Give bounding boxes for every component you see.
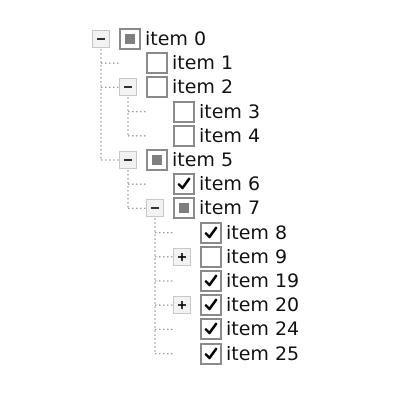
checkbox-partial[interactable] <box>173 197 195 220</box>
tree-node-label: item 3 <box>199 100 261 123</box>
checkbox-unchecked[interactable] <box>146 52 168 75</box>
tree-node-item-5[interactable]: item 5 <box>0 149 400 173</box>
checkbox-checked[interactable] <box>200 294 222 317</box>
checkmark-icon <box>204 347 218 359</box>
indeterminate-square-icon <box>179 203 189 214</box>
plus-icon <box>178 252 186 261</box>
tree-node-item-9[interactable]: item 9 <box>0 245 400 270</box>
checkbox-checked[interactable] <box>173 173 195 196</box>
checkmark-icon <box>204 323 218 335</box>
tree-node-label: item 20 <box>226 294 300 317</box>
checkmark-icon <box>204 298 218 311</box>
collapse-toggle-button[interactable] <box>119 78 137 97</box>
checkbox-unchecked[interactable] <box>200 245 222 268</box>
tree-node-label: item 1 <box>172 52 234 75</box>
tree-node-item-4[interactable]: item 4 <box>0 124 400 149</box>
expand-toggle-button[interactable] <box>173 247 191 266</box>
tree-node-label: item 25 <box>226 342 300 365</box>
tree-node-item-24[interactable]: item 24 <box>0 318 400 342</box>
tree-node-item-7[interactable]: item 7 <box>0 197 400 221</box>
tree-node-item-3[interactable]: item 3 <box>0 100 400 125</box>
minus-icon <box>97 38 105 40</box>
checkbox-checked[interactable] <box>200 342 222 365</box>
indeterminate-square-icon <box>125 34 135 44</box>
tree-node-label: item 6 <box>199 173 261 196</box>
tree-node-label: item 24 <box>226 318 300 341</box>
checkbox-checked[interactable] <box>200 318 222 341</box>
tree-node-item-1[interactable]: item 1 <box>0 52 400 76</box>
expand-toggle-button[interactable] <box>173 296 191 315</box>
tree-node-item-25[interactable]: item 25 <box>0 342 400 367</box>
tree-node-label: item 7 <box>199 197 261 220</box>
tree-node-label: item 2 <box>172 76 234 99</box>
checkbox-unchecked[interactable] <box>173 124 195 147</box>
checkbox-checked[interactable] <box>200 221 222 244</box>
checkbox-partial[interactable] <box>146 149 168 171</box>
tree-node-item-2[interactable]: item 2 <box>0 76 400 100</box>
tree-node-label: item 19 <box>226 270 300 292</box>
checkbox-unchecked[interactable] <box>173 100 195 123</box>
collapse-toggle-button[interactable] <box>146 199 164 218</box>
tree-node-item-6[interactable]: item 6 <box>0 173 400 197</box>
plus-icon <box>178 301 186 310</box>
tree-node-item-8[interactable]: item 8 <box>0 221 400 246</box>
minus-icon <box>151 207 159 210</box>
indeterminate-square-icon <box>152 155 162 165</box>
tree-node-label: item 8 <box>226 221 288 244</box>
tree-node-label: item 5 <box>172 149 234 171</box>
collapse-toggle-button[interactable] <box>119 151 137 169</box>
minus-icon <box>124 86 132 89</box>
minus-icon <box>124 159 132 161</box>
checkmark-icon <box>204 226 218 238</box>
checkbox-checked[interactable] <box>200 270 222 292</box>
checkmark-icon <box>204 274 218 287</box>
checkbox-unchecked[interactable] <box>146 76 168 99</box>
tree-node-item-0[interactable]: item 0 <box>0 28 400 52</box>
collapse-toggle-button[interactable] <box>92 30 110 48</box>
checkmark-icon <box>177 177 191 190</box>
tree-node-label: item 9 <box>226 245 288 268</box>
checkbox-partial[interactable] <box>119 28 141 50</box>
tree-node-label: item 0 <box>145 28 207 50</box>
tree-node-label: item 4 <box>199 124 261 147</box>
tree-node-item-20[interactable]: item 20 <box>0 294 400 318</box>
tree-node-item-19[interactable]: item 19 <box>0 270 400 294</box>
